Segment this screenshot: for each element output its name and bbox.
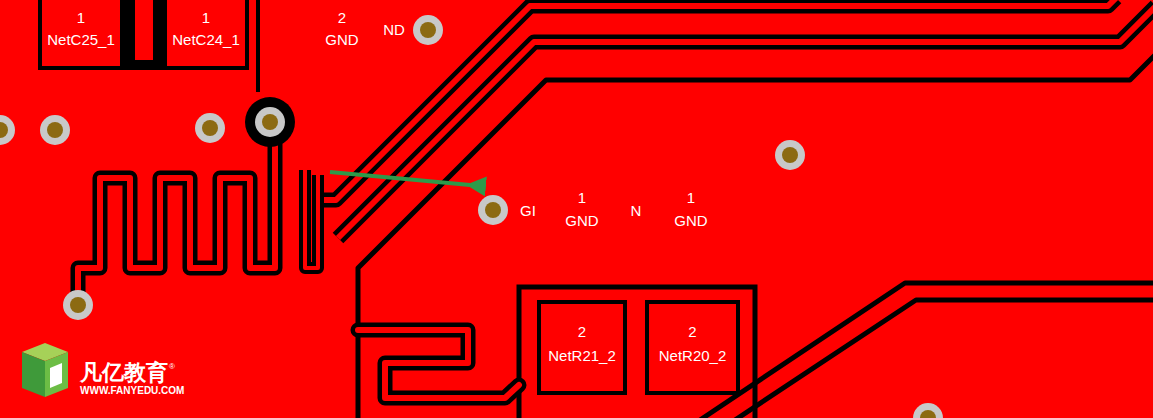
via	[0, 115, 15, 145]
serpentine-trace	[358, 330, 519, 398]
pin-number: 1	[77, 9, 85, 27]
copper-trace	[318, 0, 1116, 200]
pour-boundary	[256, 0, 260, 92]
via	[40, 115, 70, 145]
pad: 1NetC25_1	[38, 0, 124, 70]
net-name: ND	[383, 21, 405, 39]
pour-boundary	[700, 283, 1153, 418]
via	[913, 403, 943, 418]
net-name: NetR20_2	[659, 347, 727, 365]
pad-gap	[124, 0, 164, 70]
via	[413, 15, 443, 45]
pour-boundary	[358, 54, 1153, 418]
logo-mark: ®	[169, 360, 175, 371]
pin-number: 2	[578, 323, 586, 341]
via-hole	[782, 147, 798, 163]
via-hole	[47, 122, 63, 138]
logo-url: WWW.FANYEDU.COM	[80, 384, 184, 397]
net-name: NetR21_2	[548, 347, 616, 365]
net-name: NetC25_1	[47, 31, 115, 49]
trace-clearance	[78, 122, 275, 302]
net-name: GND	[565, 212, 598, 230]
serpentine-trace	[78, 122, 275, 302]
via	[195, 113, 225, 143]
via	[63, 290, 93, 320]
via-hole	[0, 122, 8, 138]
pad-clearance	[519, 287, 755, 418]
via	[478, 195, 508, 225]
net-name: GI	[520, 202, 536, 220]
via	[255, 107, 285, 137]
trace-clearance	[338, 6, 1153, 238]
via-hole	[420, 22, 436, 38]
via-hole	[262, 114, 278, 130]
pour-boundary	[735, 300, 1153, 418]
pin-number: 2	[338, 9, 346, 27]
via	[775, 140, 805, 170]
logo-icon	[50, 363, 62, 388]
pin-number: 1	[202, 9, 210, 27]
copper-trace	[135, 0, 153, 60]
trace-clearance	[305, 170, 318, 268]
net-name: NetC24_1	[172, 31, 240, 49]
annotation-arrow	[330, 172, 470, 185]
net-name: GND	[325, 31, 358, 49]
net-name: GND	[674, 212, 707, 230]
trace-clearance	[358, 330, 519, 398]
trace-clearance	[318, 0, 1116, 200]
logo-icon	[22, 352, 45, 397]
pin-number: 2	[688, 323, 696, 341]
via-clearance	[245, 97, 295, 147]
via-hole	[70, 297, 86, 313]
via-group	[0, 15, 943, 418]
copper-trace	[305, 170, 318, 268]
via-hole	[202, 120, 218, 136]
via-hole	[485, 202, 501, 218]
pad: 1NetC24_1	[163, 0, 249, 70]
pad: 2NetR20_2	[645, 300, 740, 395]
logo-icon	[45, 352, 68, 397]
pin-number: 1	[578, 189, 586, 207]
net-name: N	[631, 202, 642, 220]
pin-number: 1	[687, 189, 695, 207]
logo-text: 凡亿教育	[80, 360, 168, 385]
copper-trace	[338, 6, 1153, 238]
via-hole	[920, 410, 936, 418]
pad: 2NetR21_2	[537, 300, 627, 395]
